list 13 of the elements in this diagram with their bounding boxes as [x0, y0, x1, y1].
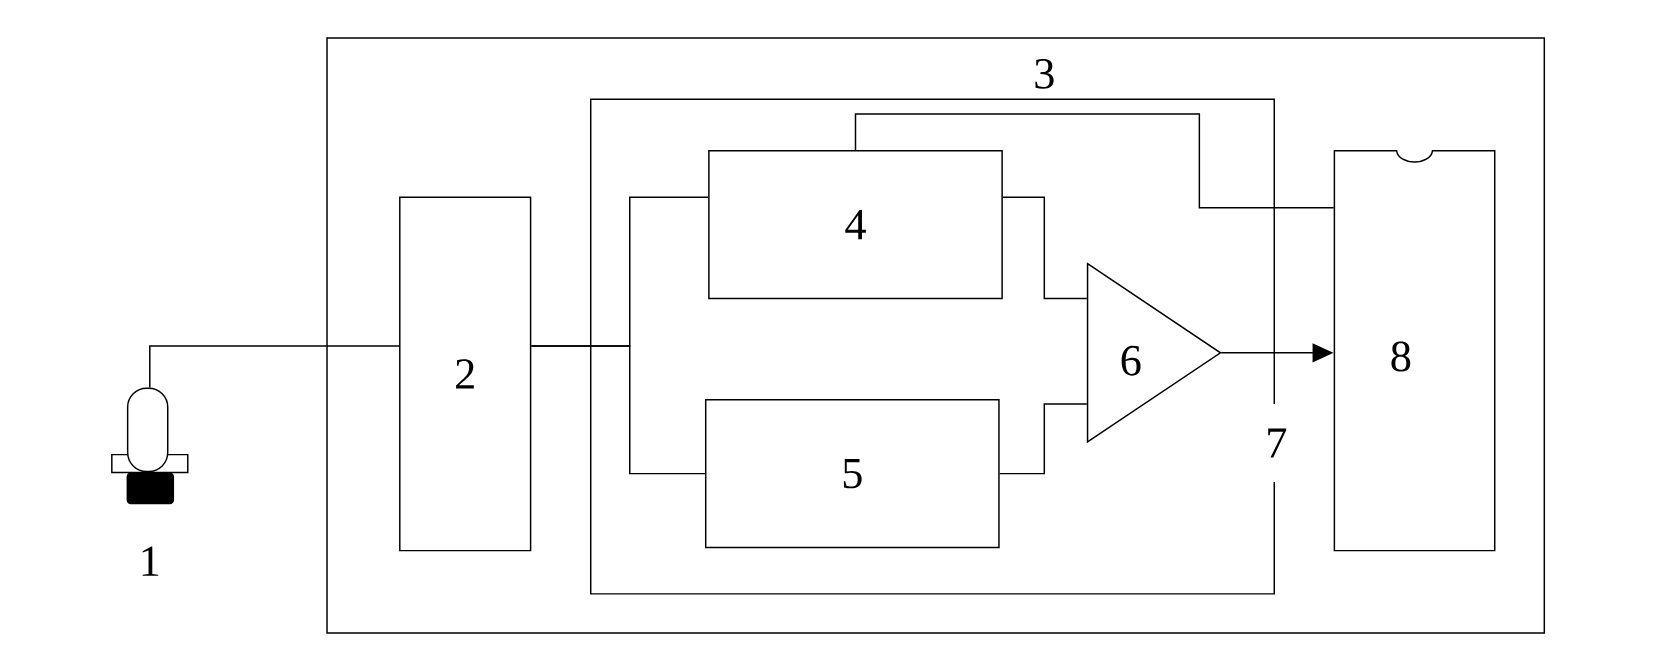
- block-box: 5: [704, 399, 1000, 549]
- connector-line: [530, 345, 706, 475]
- connector-line: [998, 403, 1088, 475]
- callout-number: 7: [1268, 428, 1287, 458]
- block-box: 4: [708, 150, 1003, 300]
- connector-line: [149, 345, 400, 389]
- connector-line: [1002, 196, 1088, 300]
- block-box: 2: [399, 196, 532, 552]
- enclosure-box: [326, 37, 1546, 634]
- connector-line: [854, 113, 1335, 209]
- chip-box: 8: [1333, 150, 1496, 552]
- callout-number: 1: [142, 546, 159, 576]
- callout-number: 3: [1035, 59, 1054, 89]
